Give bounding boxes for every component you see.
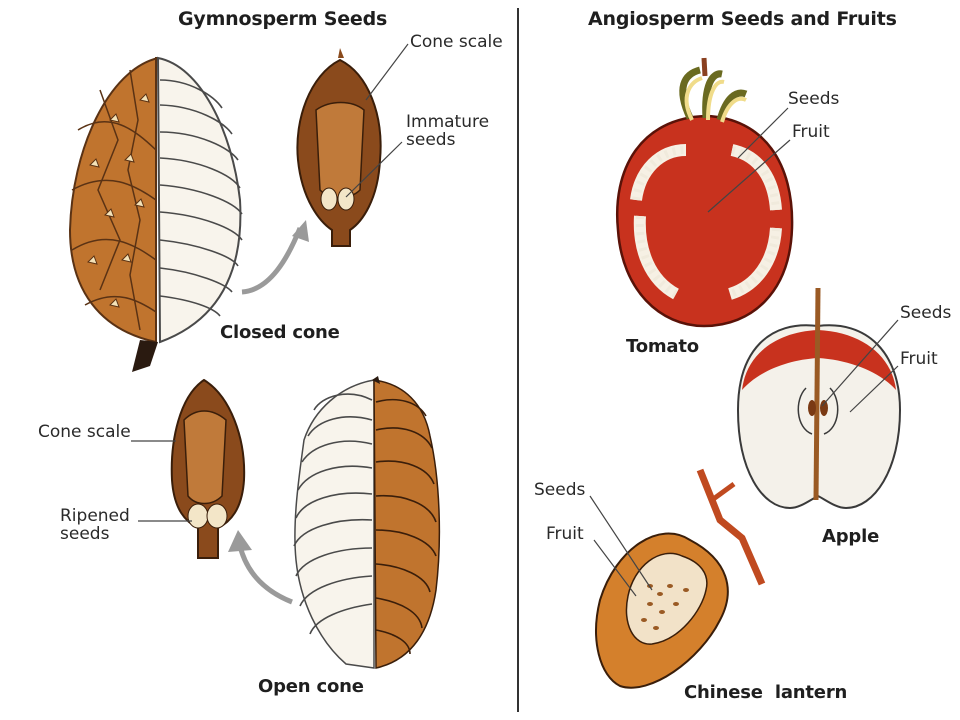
open-cone-scale-label: Cone scale bbox=[38, 422, 131, 442]
chinese-lantern-seeds-label: Seeds bbox=[534, 480, 586, 500]
open-cone-illustration bbox=[293, 376, 441, 669]
open-cone-scale-illustration bbox=[170, 378, 246, 559]
apple-caption: Apple bbox=[822, 526, 880, 547]
tomato-caption: Tomato bbox=[626, 336, 699, 357]
apple-leader-lines bbox=[821, 319, 899, 413]
ripened-seeds-label: Ripened seeds bbox=[60, 506, 130, 544]
immature-seeds-label-line-1: Immature bbox=[406, 112, 490, 132]
ripened-seeds-label-line-2: seeds bbox=[60, 523, 110, 544]
chinese-lantern-illustration bbox=[595, 468, 766, 689]
open-cone-arrow-head bbox=[228, 530, 252, 552]
tomato-seeds-label: Seeds bbox=[788, 89, 840, 109]
immature-seeds-label: Immature seeds bbox=[406, 112, 490, 150]
closed-cone-caption: Closed cone bbox=[220, 322, 340, 343]
chinese-lantern-fruit-label: Fruit bbox=[546, 524, 584, 544]
tomato-illustration bbox=[615, 57, 794, 328]
closed-cone-leader-lines bbox=[345, 43, 409, 198]
closed-cone-scale-label: Cone scale bbox=[410, 32, 503, 52]
closed-cone-scale-illustration bbox=[296, 48, 382, 247]
chinese-lantern-leader-lines bbox=[589, 495, 653, 597]
open-cone-leader-lines bbox=[131, 440, 192, 522]
open-cone-arrow bbox=[237, 545, 293, 605]
open-cone-caption: Open cone bbox=[258, 676, 364, 697]
closed-cone-illustration bbox=[68, 56, 243, 372]
apple-fruit-label: Fruit bbox=[900, 349, 938, 369]
immature-seeds-label-line-2: seeds bbox=[406, 129, 456, 150]
chinese-lantern-caption: Chinese lantern bbox=[684, 682, 848, 703]
closed-cone-arrow bbox=[241, 227, 303, 295]
closed-cone-arrow-head bbox=[292, 220, 309, 242]
gymnosperm-heading: Gymnosperm Seeds bbox=[178, 8, 388, 30]
angiosperm-heading: Angiosperm Seeds and Fruits bbox=[588, 8, 897, 30]
ripened-seeds-label-line-1: Ripened bbox=[60, 506, 130, 526]
tomato-leader-lines bbox=[707, 107, 791, 213]
apple-illustration bbox=[736, 287, 902, 510]
tomato-fruit-label: Fruit bbox=[792, 122, 830, 142]
apple-seeds-label: Seeds bbox=[900, 303, 952, 323]
